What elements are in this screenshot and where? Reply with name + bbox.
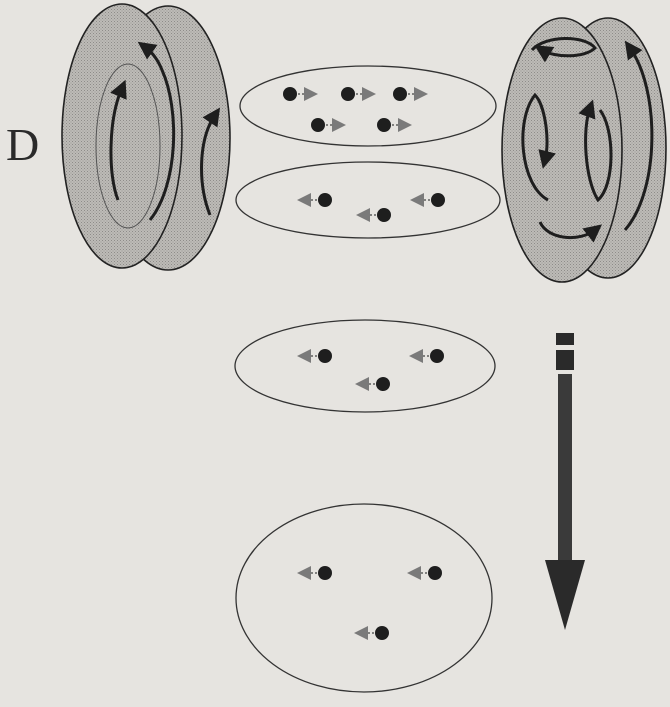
particle-right-3 xyxy=(311,118,346,132)
particle-left-b0 xyxy=(297,349,332,363)
particle-right-1 xyxy=(341,87,376,101)
right-disc-front xyxy=(502,18,622,282)
upper-particle-oval xyxy=(240,66,496,146)
particle-left-c1 xyxy=(407,566,442,580)
particle-right-4 xyxy=(377,118,412,132)
right-vortex-disc xyxy=(502,18,666,282)
particle-left-a2 xyxy=(356,208,391,222)
particle-group xyxy=(283,87,445,640)
left-vortex-disc xyxy=(62,4,230,270)
lower-particle-oval xyxy=(236,162,500,238)
left-disc-front xyxy=(62,4,182,268)
particle-left-c0 xyxy=(297,566,332,580)
bottom-particle-oval xyxy=(236,504,492,692)
particle-left-c2 xyxy=(354,626,389,640)
middle-particle-oval xyxy=(235,320,495,412)
particle-left-b2 xyxy=(355,377,390,391)
particle-right-0 xyxy=(283,87,318,101)
particle-left-a0 xyxy=(297,193,332,207)
particle-left-a1 xyxy=(410,193,445,207)
particle-left-b1 xyxy=(409,349,444,363)
downward-progression-arrow xyxy=(545,333,585,630)
particle-right-2 xyxy=(393,87,428,101)
